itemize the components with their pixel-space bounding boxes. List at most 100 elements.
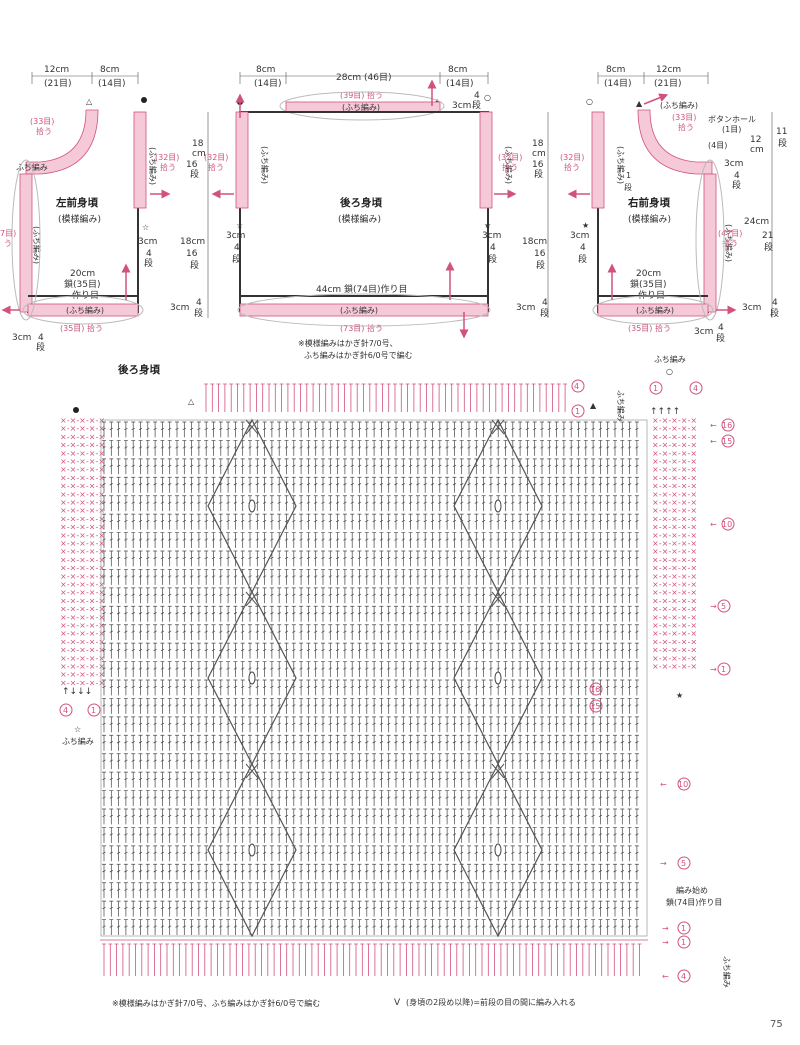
dc-stitch bbox=[211, 900, 216, 917]
dc-stitch bbox=[153, 808, 158, 825]
dc-stitch bbox=[540, 624, 544, 641]
dc-stitch bbox=[627, 642, 632, 659]
dc-stitch bbox=[430, 734, 435, 751]
dc-stitch bbox=[569, 845, 574, 862]
dc-stitch bbox=[182, 716, 187, 733]
dc-stitch bbox=[240, 587, 245, 604]
dc-stitch bbox=[613, 661, 617, 677]
dc-stitch bbox=[415, 624, 420, 641]
dc-stitch bbox=[167, 642, 172, 659]
edge-stitch bbox=[328, 943, 333, 976]
dc-stitch bbox=[153, 476, 158, 493]
dc-stitch bbox=[401, 845, 406, 862]
dc-stitch bbox=[547, 532, 552, 548]
lf-dim-14: (14目) bbox=[98, 78, 125, 89]
dc-stitch bbox=[321, 863, 325, 880]
dc-stitch bbox=[175, 440, 179, 456]
dc-stitch bbox=[350, 771, 355, 788]
dc-stitch bbox=[123, 532, 128, 548]
sc-row: ×-×-×-×-× bbox=[652, 654, 697, 663]
dc-stitch bbox=[554, 734, 559, 751]
dc-stitch bbox=[467, 624, 471, 641]
dc-stitch bbox=[189, 495, 194, 512]
dc-stitch bbox=[335, 642, 340, 659]
sc-row: ×-×-×-×-× bbox=[652, 596, 697, 605]
edge-stitch bbox=[177, 943, 182, 976]
dc-stitch bbox=[153, 698, 158, 714]
dc-stitch bbox=[620, 698, 625, 714]
dc-stitch bbox=[153, 440, 158, 456]
dc-stitch bbox=[204, 642, 209, 659]
dc-stitch bbox=[467, 900, 471, 917]
dc-stitch bbox=[379, 550, 384, 567]
svg-text:1: 1 bbox=[681, 938, 686, 947]
lf-dim-8cm: 8cm bbox=[100, 65, 119, 75]
dc-stitch bbox=[167, 532, 172, 548]
dc-stitch bbox=[437, 642, 442, 659]
dc-stitch bbox=[328, 753, 333, 770]
dc-stitch bbox=[437, 513, 442, 530]
dc-stitch bbox=[481, 587, 486, 604]
dc-stitch bbox=[175, 458, 179, 475]
dc-stitch bbox=[561, 808, 566, 825]
dc-stitch bbox=[415, 753, 420, 770]
dc-stitch bbox=[583, 605, 588, 622]
dc-stitch bbox=[116, 790, 121, 806]
svg-text:4: 4 bbox=[693, 384, 698, 393]
dc-stitch bbox=[233, 642, 238, 659]
dc-stitch bbox=[613, 624, 617, 641]
dc-stitch bbox=[109, 440, 114, 456]
dc-stitch bbox=[342, 587, 347, 604]
dc-stitch bbox=[415, 605, 420, 622]
dc-stitch bbox=[284, 624, 289, 641]
dc-stitch bbox=[269, 827, 274, 843]
dc-stitch bbox=[474, 771, 479, 788]
dc-stitch bbox=[394, 587, 398, 604]
sc-row: ×-×-×-×-× bbox=[60, 490, 105, 499]
dc-stitch bbox=[401, 790, 406, 806]
dc-stitch bbox=[342, 421, 347, 438]
stitch-chart: 後ろ身頃 △ ×-×-×-×-××-×-×-×-××-×-×-×-××-×-×-… bbox=[59, 354, 735, 1008]
dc-stitch bbox=[218, 495, 223, 512]
dc-stitch bbox=[386, 734, 391, 751]
dc-stitch bbox=[474, 679, 479, 696]
dc-stitch bbox=[540, 808, 544, 825]
dc-stitch bbox=[328, 605, 333, 622]
dc-stitch bbox=[583, 642, 588, 659]
dc-stitch bbox=[218, 753, 223, 770]
edge-stitch bbox=[411, 383, 416, 412]
dc-stitch bbox=[321, 661, 325, 677]
dc-stitch bbox=[204, 569, 209, 585]
dc-stitch bbox=[430, 532, 435, 548]
dc-stitch bbox=[613, 753, 617, 770]
dc-stitch bbox=[452, 734, 457, 751]
svg-text:4: 4 bbox=[718, 323, 724, 333]
dc-stitch bbox=[123, 661, 128, 677]
edge-stitch bbox=[316, 943, 321, 976]
dc-stitch bbox=[445, 587, 450, 604]
dc-stitch bbox=[488, 642, 493, 659]
edge-stitch bbox=[404, 943, 409, 976]
dc-stitch bbox=[277, 476, 282, 493]
dc-stitch bbox=[452, 476, 457, 493]
dc-stitch bbox=[284, 790, 289, 806]
dc-stitch bbox=[102, 440, 106, 456]
dc-stitch bbox=[226, 661, 231, 677]
dc-stitch bbox=[196, 753, 201, 770]
svg-text:→: → bbox=[710, 602, 717, 611]
dc-stitch bbox=[518, 661, 523, 677]
dc-stitch bbox=[554, 513, 559, 530]
dc-stitch bbox=[518, 845, 523, 862]
dc-stitch bbox=[328, 532, 333, 548]
dc-stitch bbox=[262, 698, 267, 714]
dc-stitch bbox=[189, 790, 194, 806]
dc-stitch bbox=[627, 569, 632, 585]
dc-stitch bbox=[561, 550, 566, 567]
dc-stitch bbox=[204, 919, 209, 935]
edge-stitch bbox=[152, 943, 157, 976]
dc-stitch bbox=[408, 771, 413, 788]
dc-stitch bbox=[350, 476, 355, 493]
dc-stitch bbox=[131, 900, 136, 917]
svg-text:3cm: 3cm bbox=[516, 303, 535, 313]
dc-stitch bbox=[196, 495, 201, 512]
